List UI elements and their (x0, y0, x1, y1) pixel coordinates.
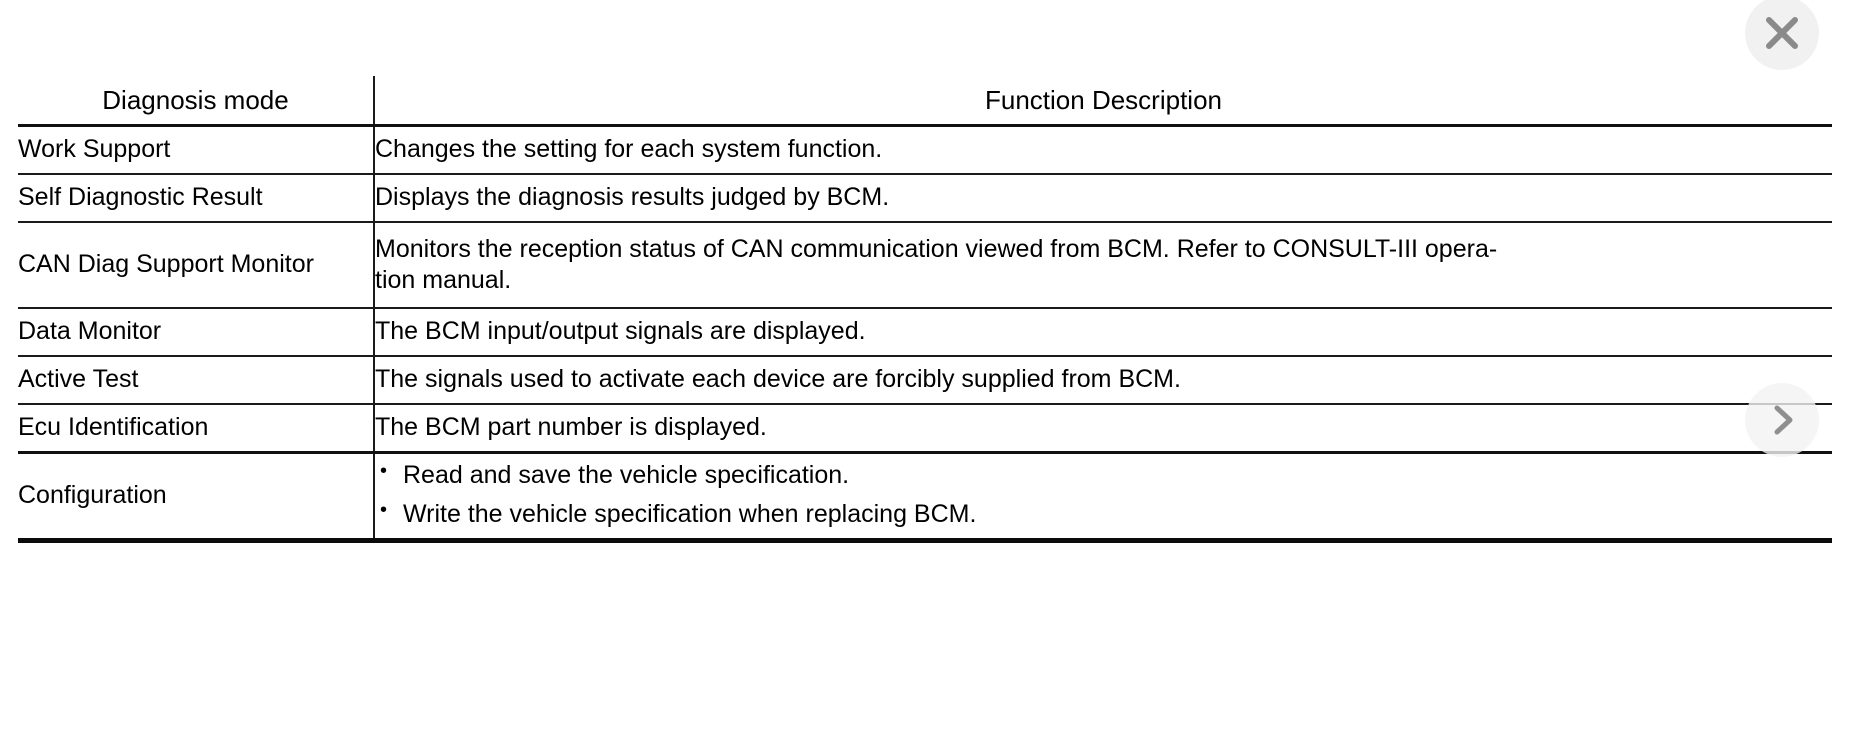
table-row: Self Diagnostic Result Displays the diag… (18, 173, 1832, 222)
column-header-function-description: Function Description (374, 76, 1832, 126)
bullet-list: Read and save the vehicle specification.… (375, 454, 1832, 538)
bullet-item: Write the vehicle specification when rep… (375, 498, 1832, 531)
table-row: Active Test The signals used to activate… (18, 355, 1832, 404)
cell-function-description: The BCM part number is displayed. (374, 403, 1832, 453)
close-x-icon (1766, 17, 1798, 49)
diagnosis-mode-table: Diagnosis mode Function Description Work… (18, 76, 1832, 543)
cell-function-description: Displays the diagnosis results judged by… (374, 173, 1832, 222)
cell-diagnosis-mode: Active Test (18, 355, 374, 404)
bullet-item: Read and save the vehicle specification. (375, 459, 1832, 492)
cell-diagnosis-mode: Data Monitor (18, 307, 374, 356)
cell-diagnosis-mode: Work Support (18, 124, 374, 174)
cell-diagnosis-mode: CAN Diag Support Monitor (18, 221, 374, 308)
table-row: Ecu Identification The BCM part number i… (18, 403, 1832, 453)
table-row: CAN Diag Support Monitor Monitors the re… (18, 221, 1832, 308)
cell-function-description: The signals used to activate each device… (374, 355, 1832, 404)
cell-diagnosis-mode: Self Diagnostic Result (18, 173, 374, 222)
cell-diagnosis-mode: Ecu Identification (18, 403, 374, 453)
close-button[interactable] (1745, 0, 1819, 70)
cell-function-description: Monitors the reception status of CAN com… (374, 221, 1832, 308)
table-row: Data Monitor The BCM input/output signal… (18, 307, 1832, 356)
cell-function-description: Changes the setting for each system func… (374, 124, 1832, 174)
chevron-right-icon (1774, 405, 1793, 435)
cell-diagnosis-mode: Configuration (18, 451, 374, 543)
next-page-button[interactable] (1745, 383, 1819, 457)
cell-function-description: Read and save the vehicle specification.… (374, 451, 1832, 543)
table-row: Work Support Changes the setting for eac… (18, 124, 1832, 174)
cell-function-description: The BCM input/output signals are display… (374, 307, 1832, 356)
description-line: tion manual. (375, 266, 512, 294)
table-row: Configuration Read and save the vehicle … (18, 451, 1832, 543)
column-header-diagnosis-mode: Diagnosis mode (18, 76, 375, 126)
table-header-row: Diagnosis mode Function Description (18, 76, 1832, 126)
description-line: Monitors the reception status of CAN com… (375, 234, 1498, 263)
